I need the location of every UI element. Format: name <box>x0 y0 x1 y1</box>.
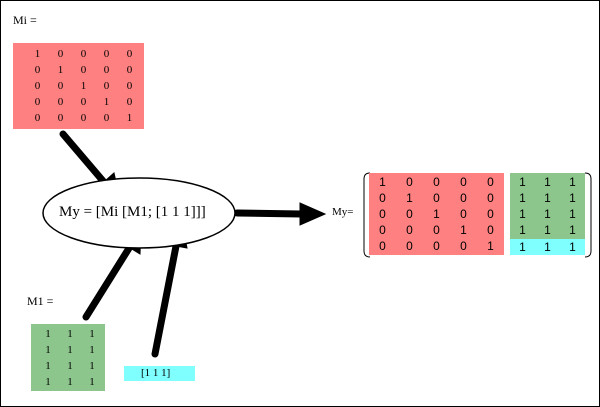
my-identity-cell: 0 <box>487 207 494 221</box>
my-identity-cell: 0 <box>379 207 386 221</box>
mi-cell: 0 <box>126 64 133 76</box>
mi-cell: 1 <box>80 80 87 92</box>
my-identity-cell: 0 <box>433 223 440 237</box>
my-identity-cell: 0 <box>406 223 413 237</box>
m1-cell: 1 <box>45 376 51 388</box>
m1-label: M1 = <box>27 294 54 308</box>
my-ones-cell: 1 <box>519 191 526 205</box>
mi-cell: 0 <box>80 48 87 60</box>
mi-cell: 0 <box>103 64 110 76</box>
my-ones-cell: 1 <box>519 175 526 189</box>
my-identity-cell: 0 <box>433 239 440 253</box>
my-identity-cell: 1 <box>433 207 440 221</box>
my-identity-cell: 0 <box>406 175 413 189</box>
my-identity-cell: 0 <box>487 191 494 205</box>
my-identity-cell: 0 <box>460 207 467 221</box>
my-row-grid: 1 1 1 <box>510 239 585 255</box>
my-ones-cell: 1 <box>519 207 526 221</box>
my-identity-cell: 1 <box>379 175 386 189</box>
my-row-cell: 1 <box>569 240 576 254</box>
my-identity-cell: 0 <box>460 239 467 253</box>
my-row-cell: 1 <box>519 240 526 254</box>
mi-cell: 0 <box>103 80 110 92</box>
equation-text: My = [Mi [M1; [1 1 1]]] <box>59 204 206 220</box>
mi-cell: 0 <box>80 96 87 108</box>
mi-cell: 1 <box>103 96 110 108</box>
m1-cell: 1 <box>89 344 95 356</box>
my-identity-cell: 0 <box>379 239 386 253</box>
m1-cell: 1 <box>89 376 95 388</box>
my-label: My= <box>332 206 354 218</box>
my-ones-cell: 1 <box>569 175 576 189</box>
m1-cell: 1 <box>67 328 73 340</box>
mi-cell: 0 <box>34 64 41 76</box>
mi-cell: 1 <box>57 64 64 76</box>
my-identity-cell: 1 <box>487 239 494 253</box>
my-identity-cell: 1 <box>460 223 467 237</box>
my-ones-cell: 1 <box>544 223 551 237</box>
my-row-block: 1 1 1 <box>510 239 585 255</box>
m1-cell: 1 <box>67 376 73 388</box>
my-ones-cell: 1 <box>544 191 551 205</box>
my-identity-cell: 0 <box>433 175 440 189</box>
m1-cell: 1 <box>67 344 73 356</box>
m1-cell: 1 <box>45 344 51 356</box>
m1-matrix-grid: 1 1 1 1 1 1 1 1 1 1 1 1 <box>37 326 103 390</box>
mi-cell: 1 <box>126 112 133 124</box>
my-identity-cell: 0 <box>433 191 440 205</box>
my-ones-grid: 1 1 1 1 1 1 1 1 1 1 1 1 <box>510 174 585 238</box>
mi-cell: 0 <box>34 112 41 124</box>
m1-cell: 1 <box>45 360 51 372</box>
my-identity-cell: 0 <box>379 223 386 237</box>
my-ones-cell: 1 <box>569 207 576 221</box>
my-identity-cell: 0 <box>460 191 467 205</box>
m1-cell: 1 <box>89 328 95 340</box>
mi-cell: 0 <box>80 64 87 76</box>
row-vector-label: [1 1 1] <box>141 367 171 379</box>
my-ones-block: 1 1 1 1 1 1 1 1 1 1 1 1 <box>510 173 585 239</box>
row-vector-box: [1 1 1] <box>124 366 195 381</box>
mi-cell: 0 <box>126 80 133 92</box>
m1-cell: 1 <box>89 360 95 372</box>
mi-matrix-grid: 1 0 0 0 0 0 1 0 0 0 0 0 1 0 0 0 0 0 1 0 0 0 0 0 1 <box>26 46 141 126</box>
mi-cell: 0 <box>34 96 41 108</box>
mi-cell: 0 <box>126 96 133 108</box>
my-identity-cell: 0 <box>460 175 467 189</box>
mi-cell: 1 <box>34 48 41 60</box>
my-identity-grid: 1 0 0 0 0 0 1 0 0 0 0 0 1 0 0 0 0 0 1 0 0 0 0 0 1 <box>369 174 504 254</box>
mi-cell: 0 <box>57 112 64 124</box>
m1-cell: 1 <box>45 328 51 340</box>
my-row-cell: 1 <box>544 240 551 254</box>
mi-matrix: 1 0 0 0 0 0 1 0 0 0 0 0 1 0 0 0 0 0 1 0 0 0 0 0 1 <box>13 43 144 129</box>
mi-cell: 0 <box>57 48 64 60</box>
equation-ellipse <box>42 177 236 249</box>
mi-cell: 0 <box>57 96 64 108</box>
my-identity-block: 1 0 0 0 0 0 1 0 0 0 0 0 1 0 0 0 0 0 1 0 0 0 0 0 1 <box>369 173 504 255</box>
mi-cell: 0 <box>103 112 110 124</box>
my-identity-cell: 0 <box>406 207 413 221</box>
m1-matrix: 1 1 1 1 1 1 1 1 1 1 1 1 <box>31 324 105 391</box>
my-brackets <box>363 172 592 258</box>
my-identity-cell: 1 <box>406 191 413 205</box>
m1-cell: 1 <box>67 360 73 372</box>
mi-cell: 0 <box>103 48 110 60</box>
my-ones-cell: 1 <box>569 191 576 205</box>
mi-cell: 0 <box>80 112 87 124</box>
my-ones-cell: 1 <box>544 175 551 189</box>
mi-cell: 0 <box>57 80 64 92</box>
my-identity-cell: 0 <box>379 191 386 205</box>
my-ones-cell: 1 <box>544 207 551 221</box>
my-ones-cell: 1 <box>519 223 526 237</box>
my-identity-cell: 0 <box>487 223 494 237</box>
mi-cell: 0 <box>34 80 41 92</box>
my-ones-cell: 1 <box>569 223 576 237</box>
my-identity-cell: 0 <box>406 239 413 253</box>
mi-cell: 0 <box>126 48 133 60</box>
my-identity-cell: 0 <box>487 175 494 189</box>
mi-label: Mi = <box>13 13 37 27</box>
arrow-equation-to-my <box>233 202 327 226</box>
